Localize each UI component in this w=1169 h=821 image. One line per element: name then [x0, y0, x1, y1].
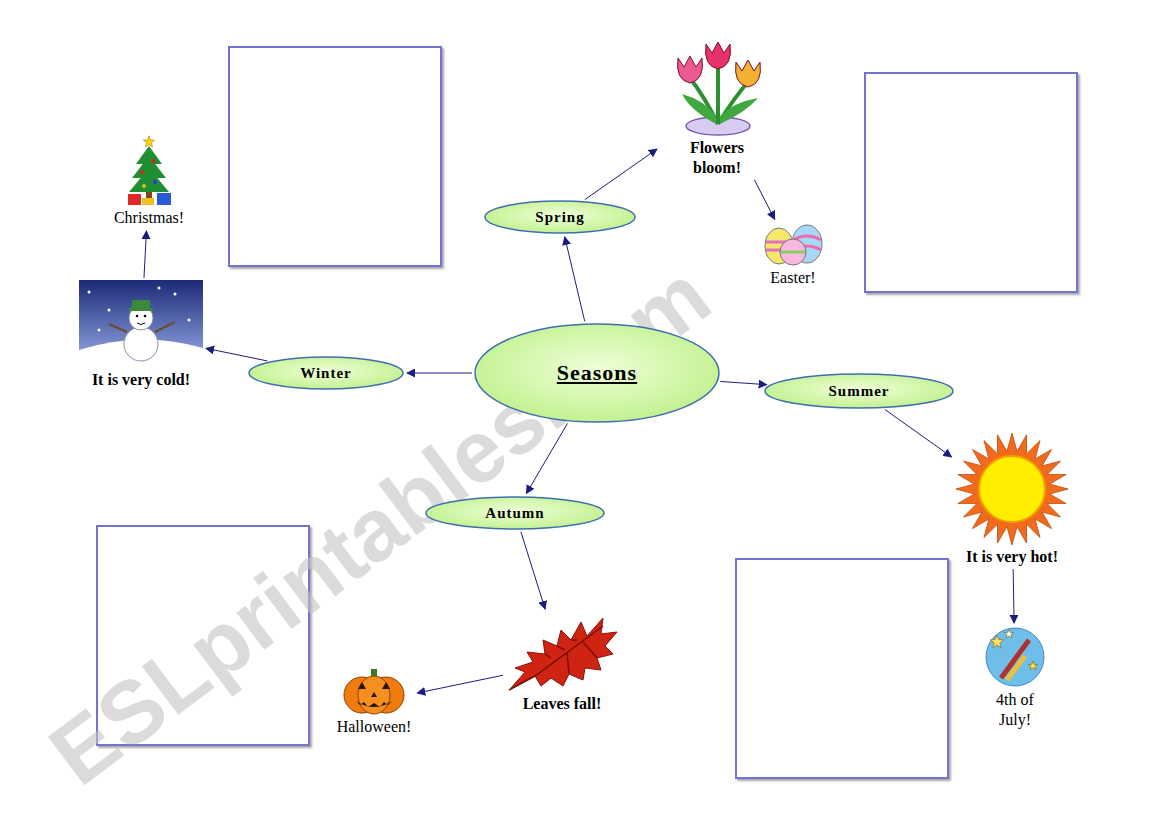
season-ellipse: Seasons [474, 323, 720, 423]
picture-caption: Flowers bloom! [660, 36, 775, 178]
arrow-connector [521, 532, 545, 609]
snow-picture [79, 280, 203, 368]
eggs-picture [759, 222, 827, 266]
picture-caption: Halloween! [334, 667, 415, 737]
picture-caption: It is very hot! [954, 433, 1070, 567]
arrow-connector [720, 381, 766, 384]
blank-box [864, 72, 1078, 293]
arrow-connector [144, 231, 146, 278]
caption-text: It is very cold! [92, 370, 190, 390]
arrow-connector [585, 149, 657, 200]
caption-text: Christmas! [114, 208, 184, 228]
arrow-connector [206, 348, 267, 361]
arrow-connector [407, 373, 472, 374]
caption-text: Halloween! [337, 717, 412, 737]
season-ellipse: Summer [764, 373, 954, 409]
picture-caption: 4th of July! [981, 626, 1049, 730]
caption-text: Leaves fall! [523, 694, 602, 714]
season-ellipse: Spring [484, 200, 636, 234]
blank-box [228, 46, 442, 267]
blank-box [735, 558, 949, 779]
caption-text: Easter! [770, 268, 815, 288]
caption-text: 4th of July! [984, 690, 1046, 730]
caption-text: It is very hot! [966, 547, 1058, 567]
leaf-picture [505, 612, 619, 692]
season-label: Summer [829, 383, 890, 400]
arrow-connector [754, 180, 774, 220]
arrow-connector [417, 675, 503, 693]
fire-picture [985, 626, 1045, 688]
season-label: Seasons [557, 360, 637, 386]
picture-caption: Christmas! [111, 136, 187, 228]
sun-picture [954, 433, 1070, 545]
tree-picture [124, 136, 174, 206]
season-ellipse: Autumn [425, 496, 605, 530]
season-label: Autumn [485, 505, 544, 522]
season-label: Spring [535, 209, 584, 226]
arrow-connector [1013, 569, 1015, 623]
season-ellipse: Winter [248, 356, 404, 390]
caption-text: Flowers bloom! [675, 138, 759, 178]
picture-caption: Leaves fall! [505, 612, 619, 714]
picture-caption: Easter! [759, 222, 827, 288]
picture-caption: It is very cold! [79, 280, 203, 390]
tulips-picture [660, 36, 775, 136]
season-label: Winter [300, 365, 352, 382]
pumpkin-picture [340, 667, 408, 715]
arrow-connector [885, 410, 952, 457]
